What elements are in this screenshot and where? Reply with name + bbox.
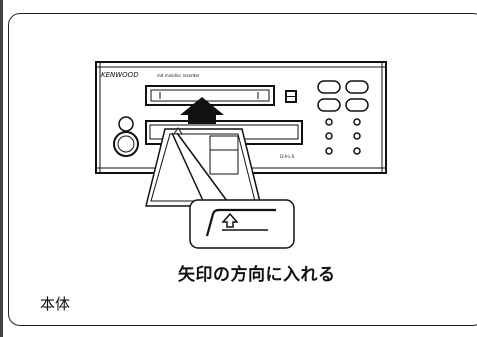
model-text: md minidisc recorder <box>157 73 200 78</box>
md-logo-icon <box>285 90 297 103</box>
control-buttons <box>317 80 369 155</box>
scan-edge <box>0 0 3 337</box>
minidisc-cartridge <box>145 127 262 207</box>
display-slot <box>145 85 275 106</box>
zoom-callout-lines <box>171 132 231 206</box>
body-label: 本体 <box>40 295 71 313</box>
up-arrow-icon <box>221 212 239 228</box>
diagram-frame <box>8 13 477 326</box>
insert-arrow <box>180 97 224 124</box>
brand-logo: KENWOOD <box>101 71 139 79</box>
zoom-detail-box <box>189 199 295 249</box>
instruction-caption: 矢印の方向に入れる <box>178 265 336 285</box>
power-knob <box>113 116 139 157</box>
dals-label: D·A·L·S <box>280 154 295 159</box>
